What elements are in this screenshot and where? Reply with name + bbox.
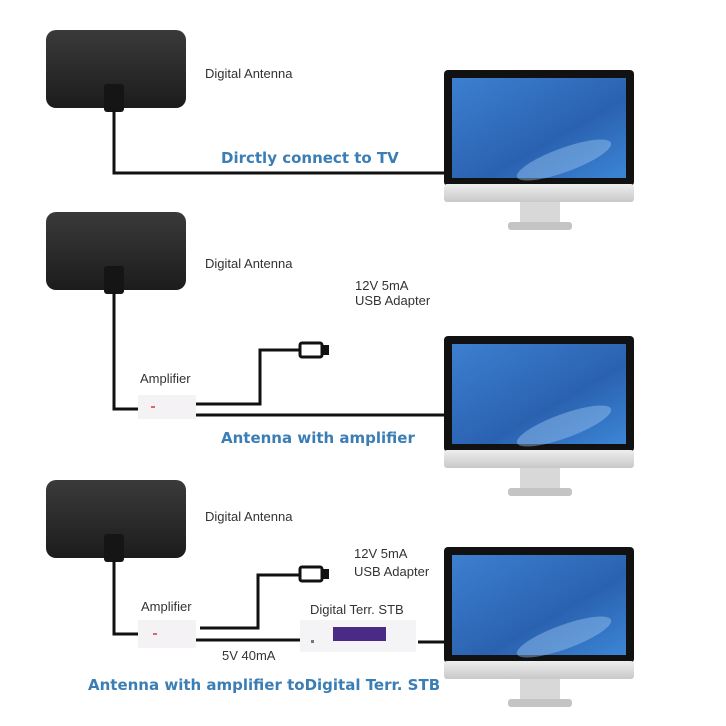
- caption: Dirctly connect to TV: [221, 149, 399, 167]
- caption: Antenna with amplifier: [221, 429, 415, 447]
- panel-amplifier: Amplifier Digital Antenna 12V 5mA USB Ad…: [46, 212, 634, 496]
- usb-adapter-label: USB Adapter: [354, 564, 430, 579]
- stb-display: [333, 627, 386, 641]
- power-spec: 12V 5mA: [355, 278, 409, 293]
- usb-adapter-label: USB Adapter: [355, 293, 431, 308]
- amplifier-icon: [138, 620, 196, 648]
- panel-stb: Amplifier Digital Antenna 12V 5mA USB Ad…: [46, 480, 634, 707]
- stb-label: Digital Terr. STB: [310, 602, 404, 617]
- amplifier-icon: [138, 395, 196, 419]
- cable: [112, 110, 446, 175]
- usb-plug-icon: [298, 565, 331, 583]
- usb-plug-icon: [298, 341, 331, 359]
- antenna-label: Digital Antenna: [205, 256, 293, 271]
- amplifier-label: Amplifier: [141, 599, 192, 614]
- antenna-label: Digital Antenna: [205, 66, 293, 81]
- caption: Antenna with amplifier toDigital Terr. S…: [88, 676, 440, 694]
- tv-monitor-icon: [444, 70, 634, 230]
- tv-monitor-icon: [444, 336, 634, 496]
- panel-direct: Digital Antenna Dirctly connect to TV: [46, 30, 634, 230]
- power-cable: [196, 348, 300, 406]
- amplifier-label: Amplifier: [140, 371, 191, 386]
- antenna-icon: [46, 30, 186, 112]
- antenna-label: Digital Antenna: [205, 509, 293, 524]
- power-spec: 12V 5mA: [354, 546, 408, 561]
- cable: [112, 560, 138, 636]
- cable: [112, 292, 138, 411]
- stb-power-label: 5V 40mA: [222, 648, 276, 663]
- antenna-icon: [46, 212, 186, 294]
- power-cable: [200, 573, 300, 630]
- tv-monitor-icon: [444, 547, 634, 707]
- antenna-icon: [46, 480, 186, 562]
